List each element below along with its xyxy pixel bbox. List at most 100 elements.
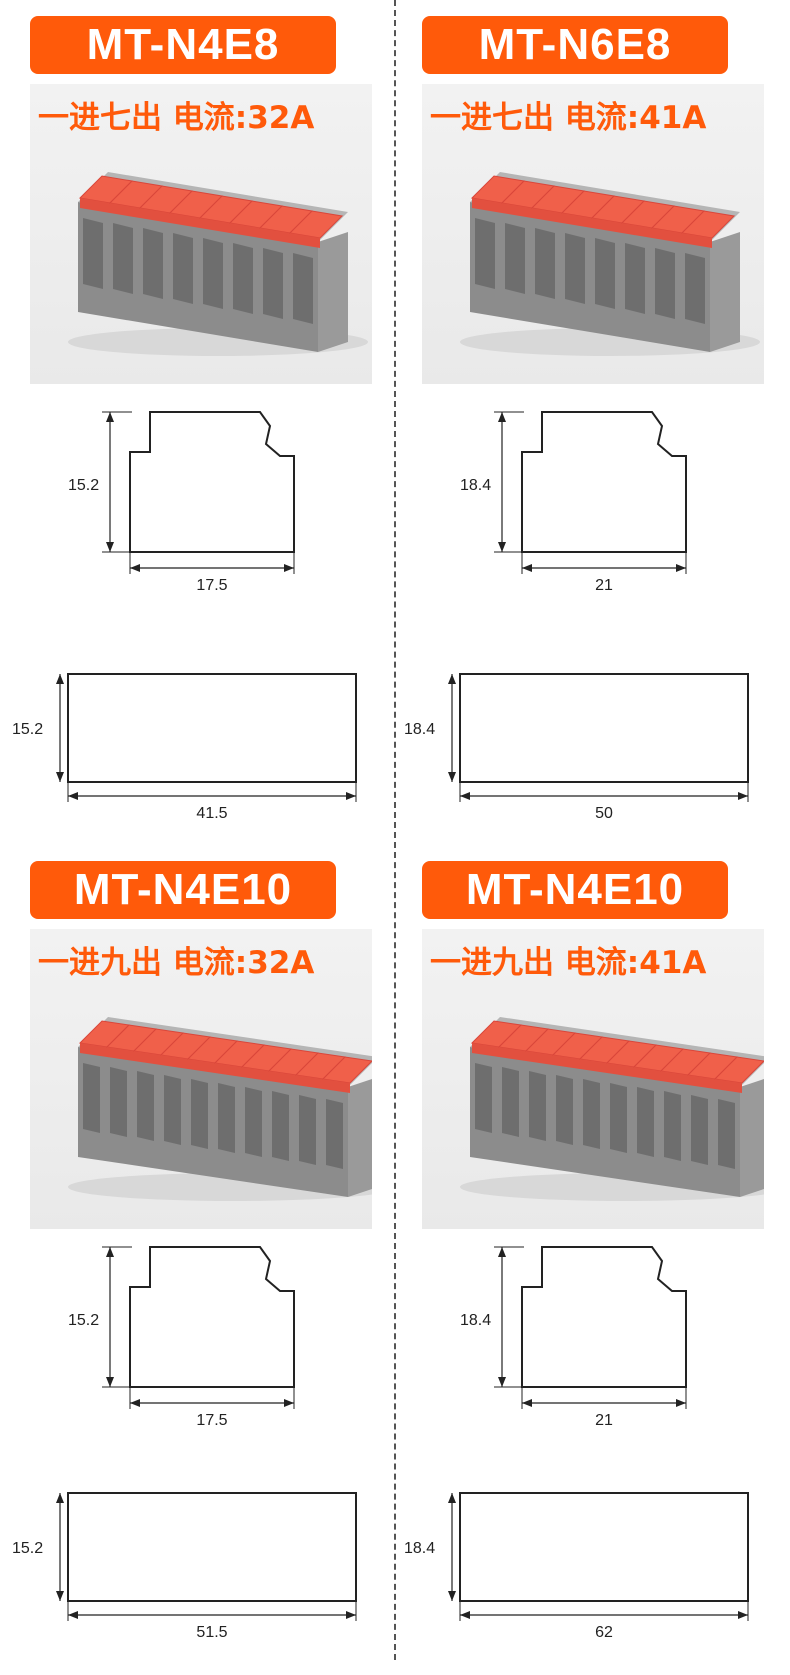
lever-edge xyxy=(200,218,230,233)
product-photo: 一进九出 电流:41A xyxy=(422,929,764,1229)
product-photo: 一进七出 电流:32A xyxy=(30,84,372,384)
wire-slot xyxy=(137,1071,154,1141)
wire-slot xyxy=(637,1087,654,1157)
side-view-drawing: 18.4 21 xyxy=(460,1246,687,1429)
lever-edge xyxy=(526,1051,553,1065)
lever-edge xyxy=(532,208,562,223)
wire-slot xyxy=(565,233,585,304)
lever-edge xyxy=(215,1063,242,1077)
lever-edge xyxy=(682,233,712,248)
lever-edge xyxy=(502,203,532,218)
wire-slot xyxy=(233,243,253,314)
side-view-drawing: 18.4 21 xyxy=(460,411,687,594)
side-height-label: 15.2 xyxy=(68,477,99,494)
lever-edge xyxy=(80,198,110,213)
product-photo: 一进七出 电流:41A xyxy=(422,84,764,384)
model-badge: MT-N4E8 xyxy=(30,16,336,74)
housing-side xyxy=(710,232,740,352)
wire-slot xyxy=(685,253,705,324)
product-panel: MT-N4E10 一进九出 电流:32A 15.2 17.5 15.2 51.5 xyxy=(12,845,382,1675)
lever-edge xyxy=(499,1047,526,1061)
product-panel: MT-N4E8 一进七出 电流:32A 15.2 17.5 15.2 41.5 xyxy=(12,0,382,830)
lever xyxy=(288,210,344,239)
spec-text: 一进七出 电流:32A xyxy=(38,100,315,136)
side-outline xyxy=(521,411,687,553)
wire-slot xyxy=(529,1071,546,1141)
side-width-label: 17.5 xyxy=(196,577,227,594)
side-view-drawing: 15.2 17.5 xyxy=(68,411,295,594)
wire-slot xyxy=(505,223,525,294)
lever-edge xyxy=(161,1055,188,1069)
side-outline xyxy=(521,1246,687,1388)
wire-slot xyxy=(625,243,645,314)
lever-edge xyxy=(107,1047,134,1061)
side-height-label: 15.2 xyxy=(68,1312,99,1329)
lever-edge xyxy=(472,1043,499,1057)
lever-edge xyxy=(140,208,170,223)
front-width-label: 62 xyxy=(595,1624,613,1641)
model-badge: MT-N4E10 xyxy=(30,861,336,919)
wire-slot xyxy=(326,1099,343,1169)
side-width-label: 17.5 xyxy=(196,1412,227,1429)
model-badge: MT-N4E10 xyxy=(422,861,728,919)
lever-edge xyxy=(652,228,682,243)
wire-slot xyxy=(191,1079,208,1149)
wire-slot xyxy=(664,1091,681,1161)
wire-slot xyxy=(164,1075,181,1145)
wire-slot xyxy=(718,1099,735,1169)
lever xyxy=(680,210,736,239)
wire-slot xyxy=(556,1075,573,1145)
side-height-label: 18.4 xyxy=(460,1312,491,1329)
wire-slot xyxy=(83,1063,100,1133)
lever-edge xyxy=(553,1055,580,1069)
lever-edge xyxy=(242,1067,269,1081)
product-panel: MT-N6E8 一进七出 电流:41A 18.4 21 18.4 50 xyxy=(404,0,774,830)
side-outline xyxy=(129,411,295,553)
connector-body xyxy=(68,1017,372,1201)
wire-slot xyxy=(535,228,555,299)
wire-slot xyxy=(245,1087,262,1157)
front-view-drawing: 18.4 62 xyxy=(404,1492,749,1641)
front-view-drawing: 18.4 50 xyxy=(404,673,749,822)
spec-text: 一进七出 电流:41A xyxy=(430,100,707,136)
spec-text: 一进九出 电流:32A xyxy=(38,945,315,981)
front-width-label: 51.5 xyxy=(196,1624,227,1641)
lever-edge xyxy=(562,213,592,228)
connector-body xyxy=(68,172,368,356)
connector-image xyxy=(68,1017,372,1201)
wire-slot xyxy=(299,1095,316,1165)
product-photo: 一进九出 电流:32A xyxy=(30,929,372,1229)
wire-slot xyxy=(203,238,223,309)
lever-edge xyxy=(688,1075,715,1089)
wire-slot xyxy=(272,1091,289,1161)
front-height-label: 18.4 xyxy=(404,721,435,738)
connector-body xyxy=(460,172,760,356)
wire-slot xyxy=(583,1079,600,1149)
spec-text: 一进九出 电流:41A xyxy=(430,945,707,981)
front-outline xyxy=(459,1492,749,1602)
front-outline xyxy=(67,673,357,783)
lever-edge xyxy=(622,223,652,238)
housing-front xyxy=(470,202,710,352)
lever-edge xyxy=(290,233,320,248)
connector-image xyxy=(68,172,368,356)
front-view-drawing: 15.2 51.5 xyxy=(12,1492,357,1641)
connector-image xyxy=(460,172,760,356)
lever-edge xyxy=(110,203,140,218)
wire-slot xyxy=(610,1083,627,1153)
lever-edge xyxy=(472,198,502,213)
lever-edge xyxy=(230,223,260,238)
lever-edge xyxy=(260,228,290,243)
wire-slot xyxy=(113,223,133,294)
housing-side xyxy=(348,1079,372,1197)
side-view-drawing: 15.2 17.5 xyxy=(68,1246,295,1429)
lever-edge xyxy=(661,1071,688,1085)
lever-edge xyxy=(80,1043,107,1057)
front-view-drawing: 15.2 41.5 xyxy=(12,673,357,822)
lever xyxy=(321,1056,372,1084)
side-width-label: 21 xyxy=(595,1412,613,1429)
wire-slot xyxy=(691,1095,708,1165)
side-height-label: 18.4 xyxy=(460,477,491,494)
front-width-label: 41.5 xyxy=(196,805,227,822)
wire-slot xyxy=(502,1067,519,1137)
